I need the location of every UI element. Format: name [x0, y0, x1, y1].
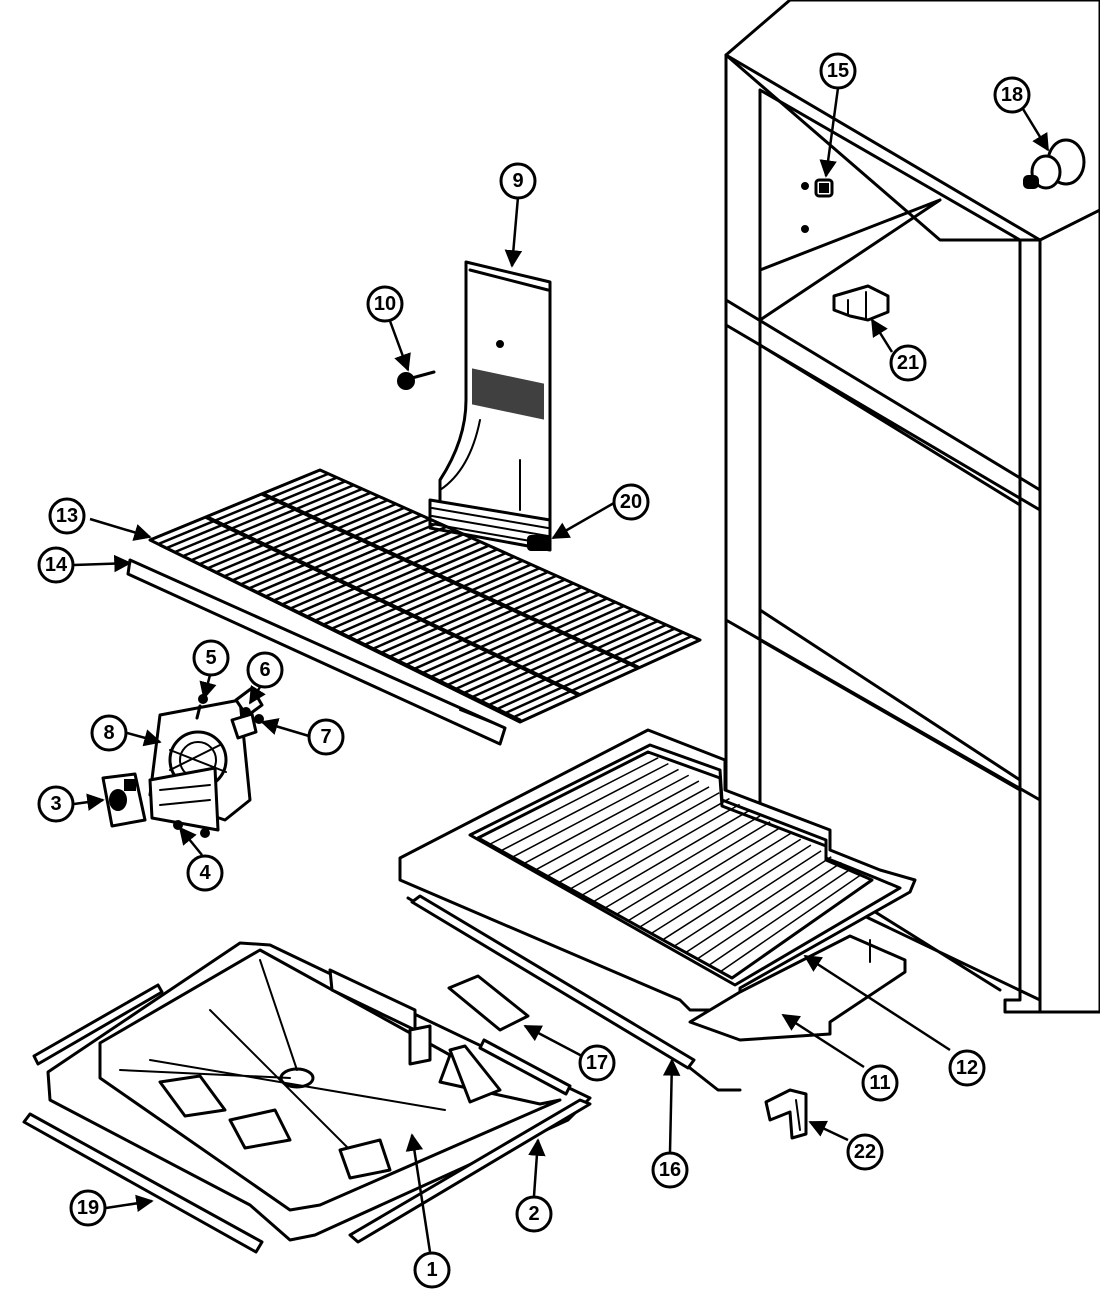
callout-14: 14 — [37, 546, 75, 584]
svg-text:20: 20 — [620, 491, 642, 513]
crisper-pan-cover-part — [688, 934, 907, 1042]
svg-text:5: 5 — [205, 647, 216, 669]
callout-19: 19 — [69, 1189, 107, 1227]
svg-text:22: 22 — [854, 1141, 876, 1163]
fan-blade-part — [230, 686, 264, 740]
callout-2: 2 — [515, 1195, 553, 1233]
callout-4: 4 — [186, 854, 224, 892]
svg-text:10: 10 — [374, 293, 396, 315]
leader-lines — [73, 87, 1050, 1253]
bracket-part — [764, 1088, 808, 1140]
callout-17: 17 — [578, 1044, 616, 1082]
callout-22: 22 — [846, 1133, 884, 1171]
svg-text:6: 6 — [259, 659, 270, 681]
svg-text:7: 7 — [320, 726, 331, 748]
svg-text:4: 4 — [199, 862, 211, 884]
callout-12: 12 — [948, 1049, 986, 1087]
svg-text:18: 18 — [1001, 84, 1023, 106]
callout-8: 8 — [90, 714, 128, 752]
callout-7: 7 — [307, 718, 345, 756]
svg-text:13: 13 — [56, 505, 78, 527]
svg-text:19: 19 — [77, 1197, 99, 1219]
svg-text:8: 8 — [103, 722, 114, 744]
svg-text:16: 16 — [659, 1159, 681, 1181]
bulb-part — [1023, 138, 1086, 190]
callout-15: 15 — [819, 52, 857, 90]
light-socket-part — [814, 178, 834, 198]
air-duct-part — [438, 260, 552, 522]
crisper-glass — [476, 750, 874, 980]
crisper-pan-part — [46, 941, 592, 1242]
callout-1: 1 — [413, 1251, 451, 1289]
screw-part — [397, 370, 436, 390]
svg-text:1: 1 — [426, 1259, 437, 1281]
callout-20: 20 — [612, 483, 650, 521]
fan-nut-part — [254, 714, 264, 724]
wire-shelf-part — [148, 468, 702, 724]
callout-9: 9 — [499, 162, 537, 200]
callout-5: 5 — [192, 639, 230, 677]
callout-10: 10 — [366, 285, 404, 323]
callout-11: 11 — [861, 1064, 899, 1102]
svg-text:15: 15 — [827, 60, 849, 82]
svg-text:3: 3 — [50, 793, 61, 815]
callout-21: 21 — [889, 344, 927, 382]
svg-text:21: 21 — [897, 352, 919, 374]
crisper-rail-part — [406, 894, 742, 1092]
pan-rail-part — [348, 1038, 592, 1244]
svg-text:9: 9 — [512, 170, 523, 192]
svg-text:12: 12 — [956, 1057, 978, 1079]
callout-6: 6 — [246, 651, 284, 689]
svg-text:11: 11 — [869, 1072, 890, 1094]
svg-text:17: 17 — [586, 1052, 608, 1074]
callout-18: 18 — [993, 76, 1031, 114]
fan-assembly — [148, 698, 252, 838]
callout-16: 16 — [651, 1151, 689, 1189]
fan-motor-part — [101, 772, 147, 828]
callout-3: 3 — [37, 785, 75, 823]
svg-text:2: 2 — [528, 1203, 539, 1225]
filler-part — [447, 974, 530, 1032]
clip-part — [832, 284, 890, 322]
front-rail-part — [22, 983, 264, 1254]
callout-13: 13 — [48, 497, 86, 535]
svg-text:14: 14 — [45, 554, 68, 576]
